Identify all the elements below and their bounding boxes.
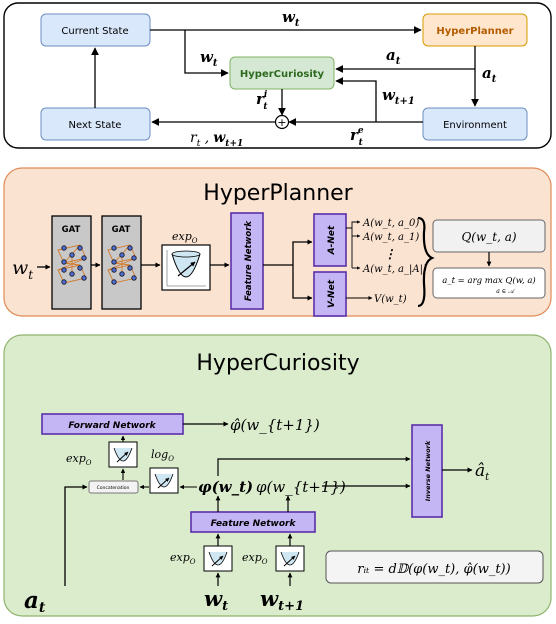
inverse-network-block[interactable]: Inverse Network [411, 424, 443, 518]
svg-text:a_t = arg max Q(w, a): a_t = arg max Q(w, a) [442, 275, 536, 286]
label-wt-left: wt [200, 48, 218, 69]
svg-text:GAT: GAT [62, 225, 81, 235]
label-wt-top: wt [282, 8, 300, 29]
planner-feature-network[interactable]: Feature Network [230, 212, 264, 310]
log-label: logO [151, 448, 174, 463]
svg-text:+: + [277, 116, 286, 129]
v-net-block[interactable]: V-Net [313, 271, 347, 317]
label-wt1: wt+1 [382, 86, 415, 107]
forward-network-block[interactable]: Forward Network [41, 413, 184, 435]
hyperplanner-title: HyperPlanner [203, 181, 353, 206]
a-out-last: A(w_t, a_|A|) [362, 264, 427, 275]
svg-text:Feature Network: Feature Network [211, 519, 297, 529]
hyperplanner-panel: HyperPlanner wt GAT GAT [3, 167, 552, 317]
label-at-right: at [482, 64, 497, 85]
arrow-next-to-curiosity [335, 77, 377, 122]
cur-exp-left-label: expO [66, 452, 92, 467]
argmax-box: a_t = arg max Q(w, a) a ∈ 𝒜 [432, 267, 546, 299]
input-wt1: wt+1 [260, 586, 304, 614]
svg-text:A-Net: A-Net [327, 225, 337, 255]
log-map-icon [149, 467, 179, 494]
exp-map-icon-b1 [203, 545, 233, 572]
hypercuriosity-label: HyperCuriosity [240, 69, 325, 80]
svg-text:Q(w_t, a): Q(w_t, a) [461, 230, 516, 244]
arrow-to-anet [292, 239, 313, 265]
arrow-at-to-concat [64, 484, 88, 586]
concatenation-box[interactable]: Concatenation [88, 480, 139, 494]
current-state-box[interactable]: Current State [40, 13, 151, 47]
exp-map-icon-b2 [275, 545, 305, 572]
rl-loop-panel: Current State HyperPlanner HyperCuriosit… [3, 2, 552, 149]
exp-map-icon [161, 244, 211, 291]
arrow-phi-to-inverse [217, 456, 411, 476]
phi-hat-label: φ̂(w_{t+1}) [230, 416, 320, 434]
hyperplanner-box[interactable]: HyperPlanner [422, 13, 528, 47]
a-net-outputs [346, 220, 361, 270]
input-at: at [24, 587, 46, 616]
sum-node: + [274, 114, 290, 130]
a-net-block[interactable]: A-Net [313, 213, 347, 267]
environment-box[interactable]: Environment [422, 107, 528, 141]
next-state-box[interactable]: Next State [40, 107, 151, 141]
exp-b2-label: expO [242, 551, 268, 566]
hyperplanner-label: HyperPlanner [436, 26, 513, 37]
svg-text:Inverse Network: Inverse Network [424, 440, 432, 501]
q-value-box: Q(w_t, a) [432, 219, 546, 253]
svg-text:GAT: GAT [112, 225, 131, 235]
v-out: V(w_t) [374, 294, 407, 305]
current-state-label: Current State [61, 26, 128, 37]
label-reward-next: rt ,wt+1 [190, 130, 243, 149]
a-hat-label: ât [475, 461, 490, 483]
svg-text:Feature Network: Feature Network [244, 220, 254, 302]
label-at-mid: at [386, 46, 401, 67]
hypercuriosity-panel: HyperCuriosity Forward Network φ̂(w_{t+1… [3, 334, 552, 617]
hypercuriosity-box[interactable]: HyperCuriosity [229, 56, 335, 90]
environment-label: Environment [443, 120, 507, 131]
svg-text:V-Net: V-Net [327, 279, 337, 308]
a-out-1: A(w_t, a_1) [362, 232, 419, 243]
input-wt: wt [204, 586, 228, 614]
exp-b1-label: expO [170, 551, 196, 566]
arrow-to-vnet [292, 265, 313, 301]
hypercuriosity-title: HyperCuriosity [196, 351, 359, 376]
phi-wt1-label: φ(w_{t+1}) [256, 478, 346, 496]
svg-text:Forward Network: Forward Network [68, 421, 156, 431]
intrinsic-reward-box: rᵢₜ = d𝔻(φ(w_t), φ̂(w_t)) [325, 550, 544, 584]
curiosity-feature-network[interactable]: Feature Network [190, 511, 316, 533]
planner-input-wt: wt [12, 257, 33, 282]
a-out-dots: ⋮ [384, 247, 396, 261]
svg-text:Concatenation: Concatenation [97, 485, 130, 491]
planner-exp-label: expO [172, 230, 198, 245]
svg-text:a ∈ 𝒜: a ∈ 𝒜 [496, 288, 516, 295]
brace-icon [417, 216, 435, 308]
exp-map-icon-left [108, 441, 138, 468]
reward-formula: rᵢₜ = d𝔻(φ(w_t), φ̂(w_t)) [357, 562, 510, 577]
gat-block-2[interactable]: GAT [101, 215, 142, 310]
arrow-current-to-curiosity [184, 30, 229, 77]
next-state-label: Next State [69, 120, 122, 131]
gat-block-1[interactable]: GAT [51, 215, 92, 310]
phi-wt-label: φ(w_t) [198, 478, 253, 496]
a-out-0: A(w_t, a_0) [362, 218, 419, 229]
